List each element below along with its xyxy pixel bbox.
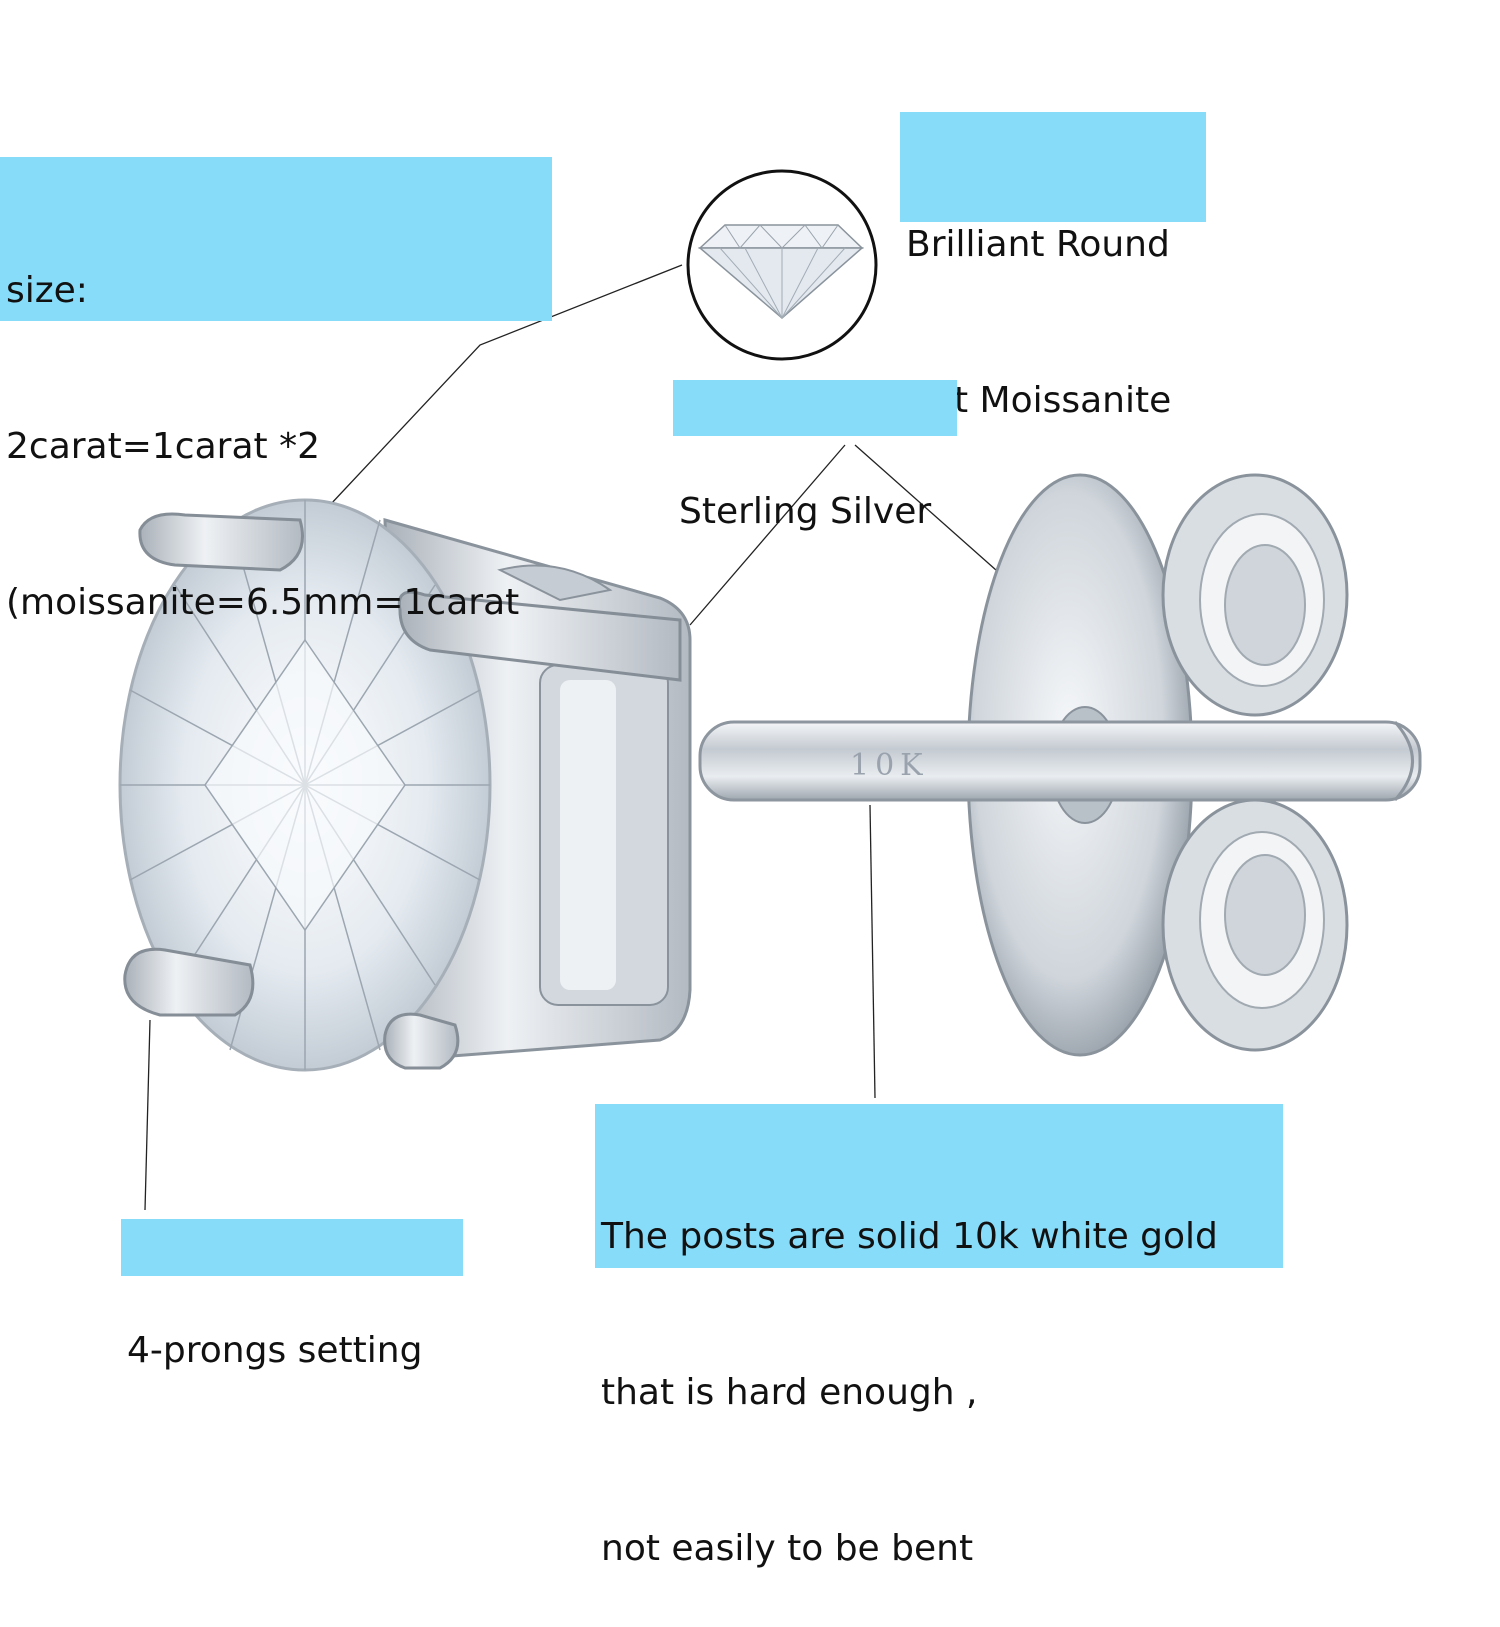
cut-callout-line-1: Brilliant Round [906,224,1170,265]
prong-top-left [138,512,304,572]
prong-bottom-left [123,947,255,1017]
leader-line-setting-right [854,444,1006,579]
size-callout-line-1: size: [6,270,88,311]
earring-illustration: 10K [118,169,1422,1211]
posts-callout: The posts are solid 10k white gold that … [595,1104,1283,1569]
prong-bottom-right [383,1012,460,1070]
small-diamond-icon [697,224,864,319]
stone-facets [120,500,490,1070]
metal-callout: Sterling Silver [673,380,957,532]
setting-callout-text: 4-prongs setting [127,1330,423,1371]
posts-callout-line-1: The posts are solid 10k white gold [601,1216,1218,1257]
size-callout-line-3: (moissanite=6.5mm=1carat [6,582,520,623]
leader-line-size [329,264,683,506]
leader-line-setting-left [689,444,846,626]
prongs [123,512,682,1070]
metal-callout-text: Sterling Silver [679,491,932,532]
leader-lines [144,264,1006,1211]
posts-callout-line-2: that is hard enough , [601,1372,978,1413]
posts-callout-line-3: not easily to be bent [601,1528,974,1569]
prong-top-right [397,590,682,682]
size-callout: size: 2carat=1carat *2 (moissanite=6.5mm… [0,157,552,623]
moissanite-stone [118,498,492,1072]
size-callout-line-2: 2carat=1carat *2 [6,426,320,467]
leader-line-posts [869,804,876,1099]
earring-post: 10K [698,720,1422,802]
setting-callout: 4-prongs setting [121,1219,463,1371]
diamond-inset [686,169,878,361]
cut-callout: Brilliant Round Cut Moissanite [900,112,1206,421]
leader-line-prongs [144,1019,151,1211]
post-stamp: 10K [850,748,929,783]
